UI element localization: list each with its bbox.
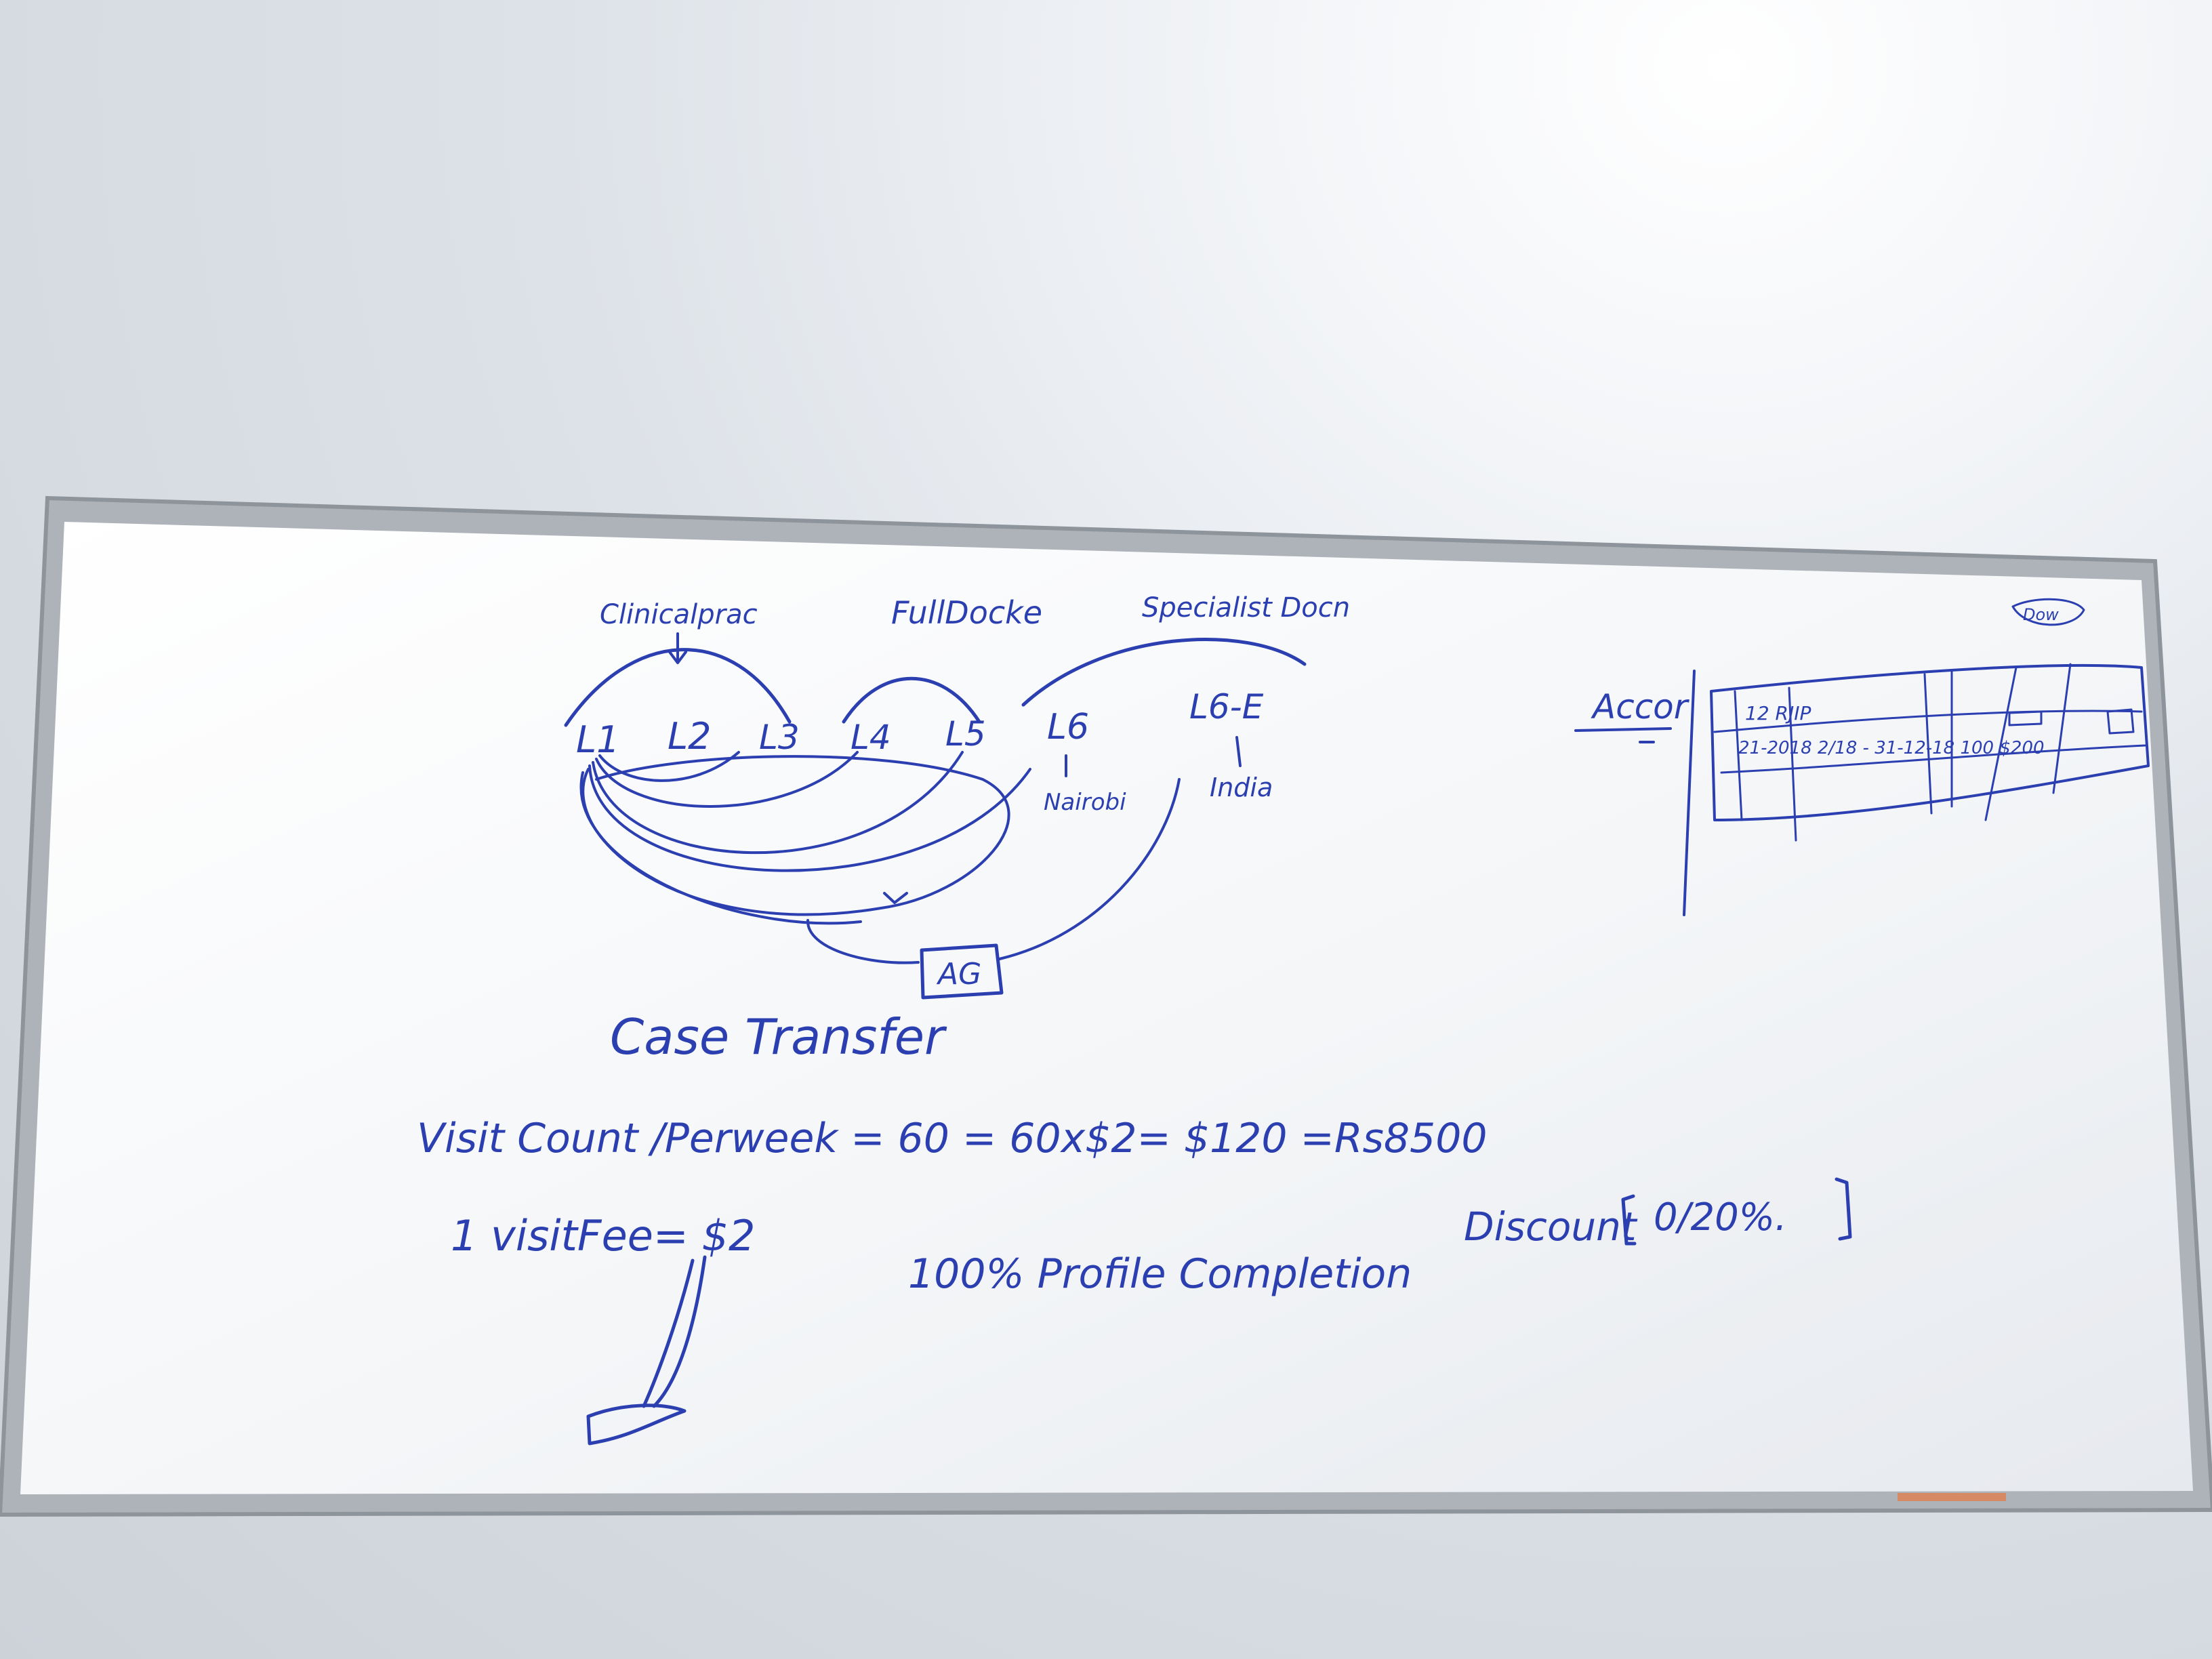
fee-bucket	[586, 1404, 687, 1446]
ag-connector-right	[998, 778, 1181, 960]
ag-connector-left	[806, 919, 920, 964]
table-line	[1713, 710, 2146, 774]
location-nairobi: Nairobi	[1044, 789, 1126, 816]
full-group-label: FullDocke	[891, 594, 1042, 631]
acc-label: Accor	[1591, 687, 1690, 726]
discount-bracket	[1621, 1177, 1852, 1246]
node-l6e: L6-E	[1189, 687, 1264, 726]
node-l3: L3	[759, 718, 800, 757]
visit-fee: 1 visitFee= $2	[451, 1211, 755, 1261]
profile-completion: 100% Profile Completion	[908, 1250, 1412, 1298]
specialist-group-label: Specialist Docn	[1142, 592, 1350, 623]
ag-box	[920, 943, 1004, 1000]
account-divider	[1683, 670, 1696, 916]
fee-arrow	[642, 1255, 707, 1408]
case-transfer-curve	[588, 764, 1031, 872]
clinical-group-arc	[564, 648, 792, 727]
case-transfer-curve	[595, 751, 859, 808]
discount-label: Discount	[1464, 1204, 1638, 1250]
case-transfer-curve	[579, 771, 862, 925]
table-row-header: 12 RJIP	[1745, 702, 1811, 724]
specialist-group-arc	[1021, 638, 1307, 707]
node-l5: L5	[945, 714, 986, 754]
transfer-arrow-icon	[883, 892, 908, 904]
acc-underline	[1574, 727, 1672, 743]
visit-formula: Visit Count /Perweek = 60 = 60x$2= $120 …	[417, 1115, 1488, 1162]
full-group-arc	[842, 676, 981, 724]
table-line	[1734, 663, 2072, 842]
ag-label: AG	[936, 957, 981, 991]
node-l1: L1	[576, 718, 619, 761]
node-l2: L2	[668, 715, 711, 758]
discount-value: 0/20%.	[1654, 1195, 1787, 1240]
corner-tag: Dow	[2023, 605, 2059, 624]
clinical-arrow-icon	[668, 632, 687, 664]
whiteboard-surface	[20, 522, 2193, 1494]
small-box	[2008, 708, 2135, 735]
marker-tray	[1898, 1493, 2006, 1501]
location-india: India	[1210, 773, 1273, 802]
node-l6: L6	[1047, 707, 1089, 747]
case-transfer-label: Case Transfer	[610, 1008, 947, 1065]
case-transfer-curve	[592, 751, 964, 855]
case-transfer-curve	[598, 751, 740, 782]
clinical-group-label: Clinicalprac	[600, 599, 758, 630]
corner-tag-outline	[2011, 598, 2085, 626]
table-outline	[1710, 663, 2150, 821]
l6e-tick	[1235, 736, 1242, 767]
table-row-data: 21-2018 2/18 - 31-12-18 100 $200	[1738, 738, 2045, 758]
node-l4: L4	[851, 718, 891, 757]
